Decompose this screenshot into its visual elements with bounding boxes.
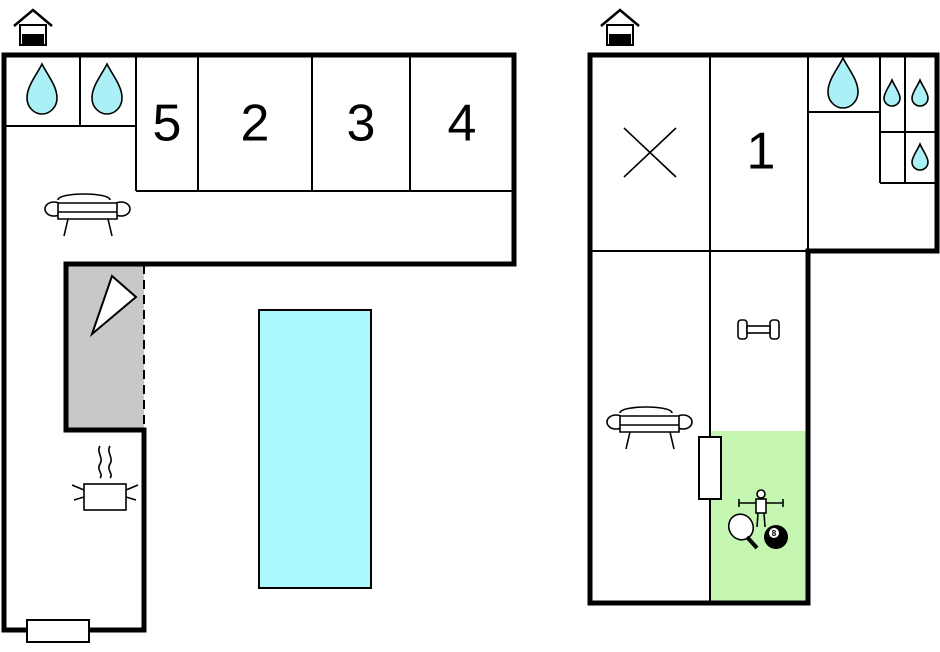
storage-cross-icon [623, 127, 677, 178]
radiator-icon [26, 619, 90, 643]
billiard-ball-number: 8 [772, 529, 777, 538]
sofa-icon [606, 406, 693, 450]
upper-floor-plan: 1 [587, 8, 940, 606]
bathroom-drop-icon [827, 56, 859, 109]
room-number-1: 1 [747, 123, 776, 181]
ground-floor-plan: 5 2 3 4 [1, 8, 517, 643]
sofa-icon [44, 193, 131, 237]
bathroom-drop-icon [911, 141, 929, 171]
billiard-ball-icon: 8 [764, 525, 788, 549]
room-number-4: 4 [448, 95, 477, 153]
room-number-3: 3 [347, 95, 376, 153]
upper-outer-wall [587, 52, 940, 606]
bathroom-drop-icon [26, 62, 58, 115]
table-tennis-icon [727, 513, 759, 550]
pool [258, 309, 372, 589]
dumbbell-icon [737, 319, 780, 340]
entrance-icon[interactable] [600, 8, 640, 46]
bathroom-drop-icon [911, 77, 929, 107]
cooking-pot-icon [71, 445, 139, 511]
kitchen-counter [66, 265, 144, 429]
fireplace-icon [89, 274, 138, 338]
radiator-icon [698, 436, 722, 500]
bathroom-drop-icon [91, 62, 123, 115]
bathroom-drop-icon [883, 77, 901, 107]
entrance-icon[interactable] [13, 8, 53, 46]
table-football-icon [738, 489, 784, 528]
games-room [711, 431, 807, 603]
room-number-2: 2 [241, 95, 270, 153]
room-number-5: 5 [153, 95, 182, 153]
